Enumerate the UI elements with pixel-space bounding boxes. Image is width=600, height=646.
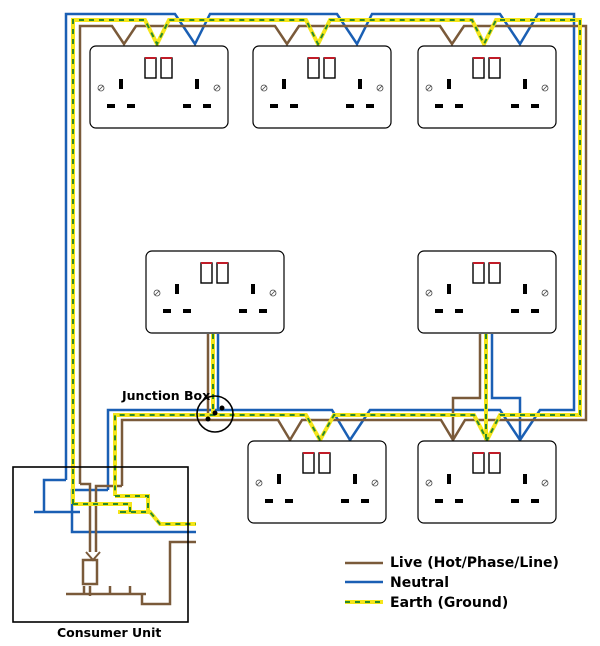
neutral-ring-outer bbox=[64, 12, 576, 490]
socket-spur-right bbox=[417, 250, 557, 334]
earth-wiring bbox=[71, 18, 582, 526]
legend-earth-label: Earth (Ground) bbox=[390, 595, 508, 611]
neutral-cu-feed bbox=[42, 478, 66, 512]
socket-ring-bottom-right bbox=[417, 440, 557, 524]
consumer-unit-box bbox=[12, 466, 189, 623]
consumer-unit-label: Consumer Unit bbox=[57, 625, 161, 640]
legend-live-label: Live (Hot/Phase/Line) bbox=[390, 555, 559, 571]
junction-box bbox=[196, 395, 234, 433]
legend: Live (Hot/Phase/Line) Neutral Earth (Gro… bbox=[345, 555, 559, 611]
live-spur-right bbox=[451, 334, 482, 440]
cu-breaker bbox=[81, 558, 99, 586]
junction-box-label: Junction Box bbox=[121, 388, 210, 403]
socket-ring-top-right bbox=[417, 45, 557, 129]
socket-ring-top-left bbox=[89, 45, 229, 129]
socket-ring-top-center bbox=[252, 45, 392, 129]
legend-neutral-label: Neutral bbox=[390, 575, 449, 591]
live-cu-feed bbox=[80, 482, 92, 552]
socket-ring-bottom-center bbox=[247, 440, 387, 524]
socket-spur-left bbox=[145, 250, 285, 334]
live-cu-tail bbox=[140, 540, 196, 606]
live-ring-outer bbox=[78, 24, 588, 486]
